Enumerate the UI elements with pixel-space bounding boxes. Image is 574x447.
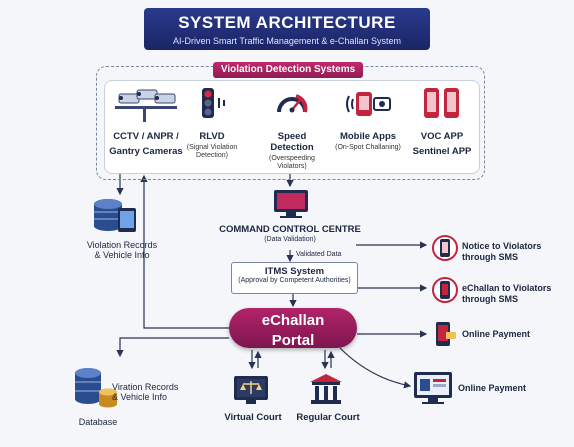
output-label-line: through SMS	[462, 252, 518, 262]
bottom-records-label: Viration Records & Vehicle Info	[112, 382, 190, 402]
records-label-line: & Vehicle Info	[94, 250, 150, 260]
detection-item-label: VOC APP	[420, 131, 464, 142]
page-title: SYSTEM ARCHITECTURE	[178, 13, 396, 32]
records-label-line: & Vehicle Info	[112, 392, 168, 402]
echallan-portal[interactable]: eChallan Portal	[229, 308, 357, 348]
database-icon	[94, 199, 136, 232]
output-label-line: eChallan to Violators	[462, 283, 552, 293]
command-centre-title: COMMAND CONTROL CENTRE	[219, 224, 361, 235]
web-payment-icon	[414, 372, 452, 404]
detection-item-rlvd: RLVD (Signal Violation Detection)	[184, 86, 240, 160]
mobile-payment-icon	[436, 322, 456, 346]
portal-title: Portal	[271, 332, 315, 349]
sms-echallan-icon	[432, 277, 458, 303]
records-label-line: Viration Records	[112, 382, 179, 392]
speedometer-icon	[277, 94, 308, 113]
traffic-light-icon	[202, 88, 225, 118]
detection-item-mobile-apps: Mobile Apps (On-Spot Challaning)	[330, 86, 406, 152]
database-coins-icon	[75, 368, 117, 408]
validated-data-label: Validated Data	[296, 251, 342, 258]
output-label-line: through SMS	[462, 294, 518, 304]
monitor-icon	[274, 190, 308, 218]
page-subtitle: AI-Driven Smart Traffic Management & e-C…	[173, 36, 401, 46]
detection-item-label: RLVD	[199, 131, 225, 142]
detection-item-sub: (Signal Violation Detection)	[186, 144, 238, 159]
sms-notification-icon	[432, 235, 458, 261]
detection-item-cctv: CCTV / ANPR / Gantry Cameras	[106, 86, 186, 157]
command-centre-sub: (Data Validation)	[264, 236, 316, 243]
output-online-payment-web: Online Payment	[458, 383, 527, 393]
detection-item-label: Speed Detection	[270, 131, 314, 153]
detection-item-speed: Speed Detection (Overspeeding Violators)	[255, 86, 329, 171]
detection-badge: Violation Detection Systems	[213, 62, 363, 78]
detection-item-sub: (On-Spot Challaning)	[335, 144, 401, 151]
regular-court-label: Regular Court	[296, 412, 360, 423]
detection-item-sub: (Overspeeding Violators)	[269, 155, 315, 170]
output-online-payment-mobile: Online Payment	[462, 329, 531, 339]
court-building-icon	[310, 374, 342, 404]
detection-item-label: Mobile Apps	[339, 131, 397, 142]
database-label: Database	[78, 417, 118, 427]
title-banner: SYSTEM ARCHITECTURE AI-Driven Smart Traf…	[144, 8, 430, 50]
output-label-line: Notice to Violators	[462, 241, 542, 251]
itms-sub: (Approval by Competent Authorities)	[238, 277, 351, 284]
virtual-court-label: Virtual Court	[224, 412, 282, 423]
detection-item-label: Gantry Cameras	[109, 146, 183, 157]
itms-title: ITMS System	[264, 266, 325, 277]
cctv-camera-icon	[115, 89, 177, 122]
detection-item-label: Sentinel APP	[412, 146, 472, 157]
virtual-court-icon	[234, 376, 268, 404]
itms-box: ITMS System (Approval by Competent Autho…	[231, 262, 358, 294]
output-notice-sms: Notice to Violators through SMS	[462, 241, 572, 263]
detection-item-label: CCTV / ANPR /	[113, 131, 179, 142]
violation-records-label: Violation Records & Vehicle Info	[72, 240, 172, 260]
mobile-camera-icon	[346, 92, 391, 116]
output-echallan-sms: eChallan to Violators through SMS	[462, 283, 572, 305]
detection-item-voc-sentinel: VOC APP Sentinel APP	[408, 86, 476, 157]
records-label-line: Violation Records	[86, 240, 158, 250]
smartphones-icon	[424, 88, 459, 118]
portal-title: eChallan	[261, 312, 325, 329]
